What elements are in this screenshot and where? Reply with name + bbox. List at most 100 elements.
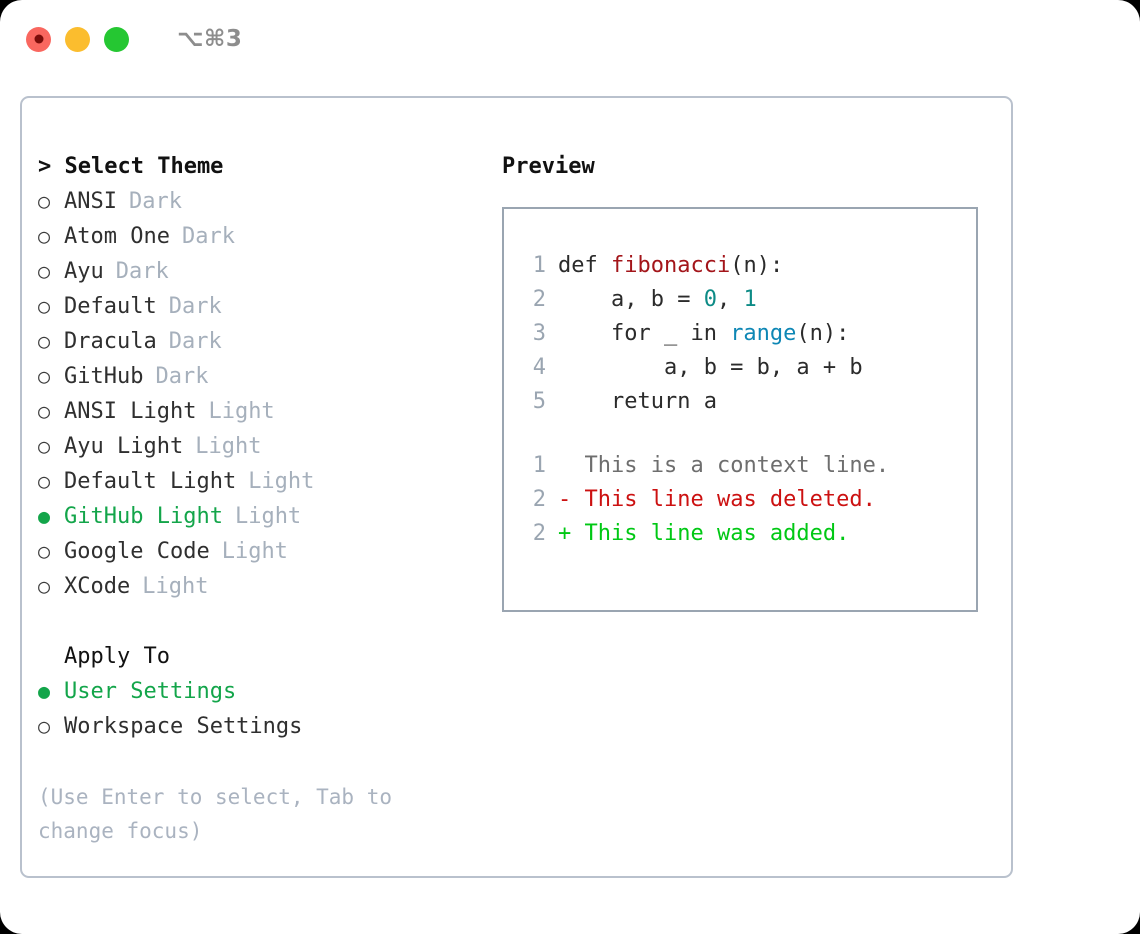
apply-to-option-workspace-settings[interactable]: ○Workspace Settings [38, 709, 488, 744]
code-token-plain: def [558, 253, 611, 278]
radio-selected-icon: ● [38, 679, 51, 703]
code-line-number: 5 [532, 389, 546, 414]
theme-option-label: Atom One [64, 224, 170, 249]
code-line: 4 a, b = b, a + b [522, 351, 976, 385]
code-line: 1 def fibonacci(n): [522, 249, 976, 283]
theme-option-label: ANSI [64, 189, 117, 214]
theme-option-label: Google Code [64, 539, 210, 564]
radio-unselected-icon: ○ [38, 574, 51, 598]
code-token-func: fibonacci [610, 253, 731, 278]
code-line: 3 for _ in range(n): [522, 317, 976, 351]
close-window-button[interactable] [26, 26, 51, 52]
code-line: 5 return a [522, 385, 976, 419]
apply-to-option-user-settings[interactable]: ● User Settings [38, 674, 488, 709]
code-diff-spacer [522, 419, 976, 449]
radio-unselected-icon: ○ [38, 224, 51, 248]
theme-option-label: Ayu [64, 259, 104, 284]
radio-unselected-icon: ○ [38, 189, 51, 213]
theme-option-label: Dracula [64, 329, 157, 354]
radio-unselected-icon: ○ [38, 399, 51, 423]
radio-unselected-icon: ○ [38, 469, 51, 493]
theme-option-badge: Dark [155, 364, 209, 389]
theme-option-badge: Light [221, 539, 288, 564]
diff-line-number: 2 [532, 521, 546, 546]
theme-option-label: ANSI Light [64, 399, 197, 424]
code-token-plain: return a [558, 389, 717, 414]
theme-option-label: Ayu Light [64, 434, 184, 459]
code-line-number: 2 [532, 287, 546, 312]
code-line-number: 4 [532, 355, 546, 380]
apply-to-option-label: User Settings [64, 679, 237, 704]
theme-option-label: XCode [64, 574, 131, 599]
theme-option-badge: Dark [115, 259, 169, 284]
theme-option-label: Default Light [64, 469, 237, 494]
radio-unselected-icon: ○ [38, 259, 51, 283]
theme-option-badge: Dark [128, 189, 182, 214]
code-line-number: 1 [532, 253, 546, 278]
minimize-window-button[interactable] [65, 26, 90, 52]
radio-unselected-icon: ○ [38, 539, 51, 563]
apply-to-list[interactable]: ● User Settings ○Workspace Settings [38, 674, 488, 744]
code-token-plain: , [716, 287, 744, 312]
theme-option-label: GitHub Light [64, 504, 223, 529]
theme-option-google-code[interactable]: ○ Google Code Light [38, 534, 488, 569]
maximize-window-button[interactable] [104, 26, 129, 52]
theme-option-label: Default [64, 294, 157, 319]
theme-option-ansi-light[interactable]: ○ ANSI Light Light [38, 394, 488, 429]
theme-option-badge: Light [234, 504, 302, 529]
code-token-num: 0 [703, 287, 717, 312]
code-token-plain: (n): [796, 321, 850, 346]
radio-unselected-icon: ○ [38, 434, 51, 458]
apply-to-header: Apply To [64, 644, 170, 669]
code-token-plain: a, b = b, a + b [558, 355, 863, 380]
code-token-builtin: range [730, 321, 797, 346]
radio-selected-icon: ● [38, 504, 51, 528]
diff-marker: + [558, 521, 585, 546]
diff-text: This is a context line. [584, 453, 890, 478]
traffic-light-group [26, 26, 129, 52]
diff-text: This line was deleted. [584, 487, 876, 512]
theme-option-ansi[interactable]: ○ ANSI Dark [38, 184, 488, 219]
code-token-plain: (n): [730, 253, 784, 278]
theme-option-badge: Dark [168, 294, 222, 319]
theme-option-badge: Dark [168, 329, 222, 354]
diff-sample: 1 This is a context line.2- This line wa… [522, 449, 976, 551]
code-token-num: 1 [743, 287, 757, 312]
theme-option-atom-one[interactable]: ○ Atom One Dark [38, 219, 488, 254]
diff-line-number: 2 [532, 487, 546, 512]
keyboard-shortcut-label: ⌥⌘3 [177, 26, 243, 52]
theme-option-badge: Light [208, 399, 275, 424]
radio-unselected-icon: ○ [38, 329, 51, 353]
code-token-plain: a, b = [558, 287, 704, 312]
theme-option-ayu[interactable]: ○ Ayu Dark [38, 254, 488, 289]
preview-title: Preview [502, 154, 595, 179]
title-bar: ⌥⌘3 [0, 0, 1140, 78]
theme-option-label: GitHub [64, 364, 144, 389]
theme-option-github[interactable]: ○ GitHub Dark [38, 359, 488, 394]
diff-marker [558, 453, 585, 478]
code-line-number: 3 [532, 321, 546, 346]
select-theme-header: > Select Theme [38, 154, 224, 179]
diff-line-add: 2 + This line was added. [522, 517, 976, 551]
theme-option-dracula[interactable]: ○ Dracula Dark [38, 324, 488, 359]
diff-text: This line was added. [584, 521, 850, 546]
code-token-plain: for _ in [558, 321, 731, 346]
theme-option-badge: Dark [181, 224, 235, 249]
diff-line-del: 2- This line was deleted. [522, 483, 976, 517]
diff-marker: - [558, 487, 585, 512]
apply-to-section: Apply To ● User Settings ○Workspace Settin… [38, 640, 488, 744]
theme-option-github-light[interactable]: ● GitHub Light Light [38, 499, 488, 534]
radio-unselected-icon: ○ [38, 364, 51, 388]
code-line: 2 a, b = 0, 1 [522, 283, 976, 317]
